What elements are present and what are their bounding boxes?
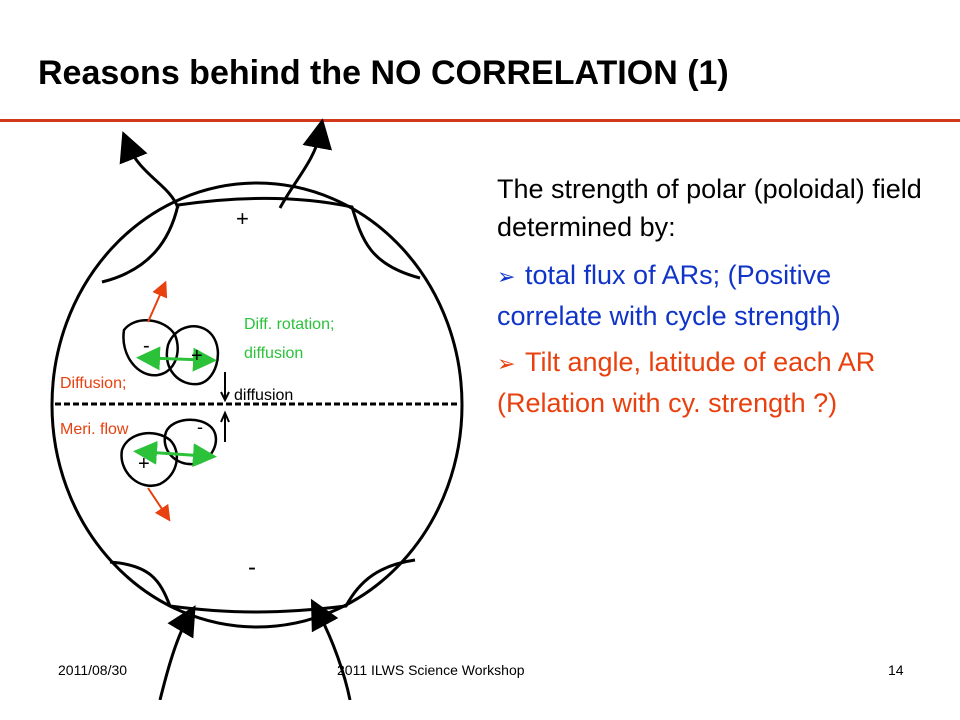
footer-event: 2011 ILWS Science Workshop	[337, 662, 525, 678]
field-line-out-right	[278, 118, 333, 209]
north-polar-cap	[101, 197, 421, 284]
arrow-bullet-icon: ➢	[497, 265, 516, 290]
north-ar-left-sign: -	[143, 335, 150, 357]
label-meri-flow: Meri. flow	[60, 421, 129, 438]
bullet-total-flux: ➢total flux of ARs; (Positive correlate …	[497, 256, 937, 335]
south-ar-green-arrow	[133, 440, 217, 468]
field-line-out-left	[119, 131, 180, 209]
north-ar-red-arrow	[147, 280, 168, 323]
field-line-in-left	[158, 605, 196, 700]
footer-page-number: 14	[888, 662, 904, 678]
footer-date: 2011/08/30	[58, 662, 128, 678]
sun-outline	[50, 181, 464, 629]
label-diffusion-equator: diffusion	[234, 387, 293, 404]
slide-title: Reasons behind the NO CORRELATION (1)	[38, 54, 729, 92]
north-ar-green-arrow	[136, 346, 217, 372]
south-ar-red-arrow	[147, 487, 171, 522]
south-ar-right-sign: -	[197, 417, 203, 437]
intro-text: The strength of polar (poloidal) field d…	[497, 174, 922, 242]
south-ar-left-sign: +	[138, 453, 150, 475]
south-pole-sign: -	[248, 554, 256, 581]
north-ar-right-sign: +	[191, 345, 203, 367]
arrow-bullet-icon: ➢	[497, 352, 516, 377]
diffusion-arrowhead-top	[220, 391, 230, 403]
north-pole-sign: +	[236, 206, 249, 231]
field-line-in-right	[310, 598, 352, 700]
label-diffusion-green: diffusion	[244, 345, 303, 362]
south-polar-cap	[109, 558, 416, 614]
title-divider	[0, 119, 960, 122]
bullet-tilt-angle-text: Tilt angle, latitude of each AR (Relatio…	[497, 347, 876, 418]
bullet-total-flux-text: total flux of ARs; (Positive correlate w…	[497, 260, 841, 331]
label-diff-rotation: Diff. rotation;	[244, 316, 334, 333]
label-diffusion-red: Diffusion;	[60, 375, 126, 392]
explanation-text: The strength of polar (poloidal) field d…	[497, 170, 937, 430]
bullet-tilt-angle: ➢Tilt angle, latitude of each AR (Relati…	[497, 343, 937, 422]
sun-flux-diagram: + - - + + - Diff. rotation; diffusion Di…	[50, 118, 464, 700]
diffusion-arrowhead-bottom	[220, 410, 230, 423]
